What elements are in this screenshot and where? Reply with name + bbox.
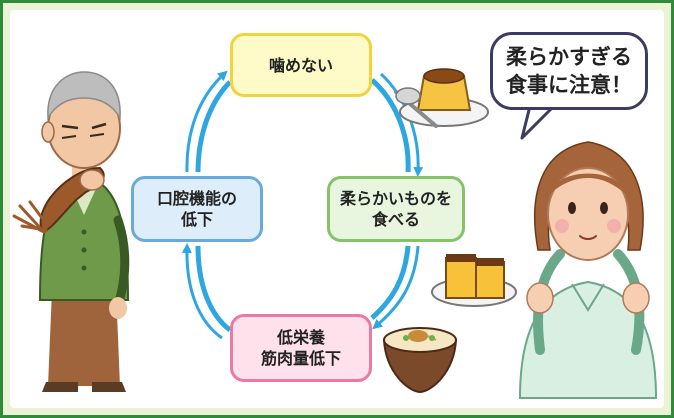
pudding-icon xyxy=(394,68,489,128)
nurse-icon xyxy=(518,141,658,399)
speech-bubble: 柔らかすぎる 食事に注意！ xyxy=(490,32,648,110)
cycle-arrows xyxy=(181,70,424,340)
node-line: 噛めない xyxy=(268,55,333,75)
node-line: 筋肉量低下 xyxy=(260,349,341,368)
arrow-bottom-to-left xyxy=(181,243,232,340)
node-line: 食べる xyxy=(371,210,420,229)
cycle-node-oral-decline: 口腔機能の 低下 xyxy=(131,176,263,242)
node-line: 低栄養 xyxy=(276,328,325,347)
node-line: 低下 xyxy=(180,210,213,229)
bubble-tail xyxy=(520,104,554,140)
cycle-node-cannot-chew: 噛めない xyxy=(230,33,372,97)
bubble-line: 食事に注意！ xyxy=(506,73,632,97)
elderly-man-eating-icon xyxy=(12,71,130,392)
cycle-node-eat-soft-food: 柔らかいものを 食べる xyxy=(327,176,465,242)
node-line: 柔らかいものを xyxy=(339,189,452,208)
bubble-line: 柔らかすぎる xyxy=(506,45,632,69)
arrow-right-to-bottom xyxy=(370,245,420,330)
cycle-node-undernutrition: 低栄養 筋肉量低下 xyxy=(230,314,372,382)
udon-bowl-icon xyxy=(382,327,458,394)
node-line: 口腔機能の xyxy=(156,189,237,208)
castella-cake-icon xyxy=(431,254,517,307)
arrow-left-to-top xyxy=(185,70,232,173)
